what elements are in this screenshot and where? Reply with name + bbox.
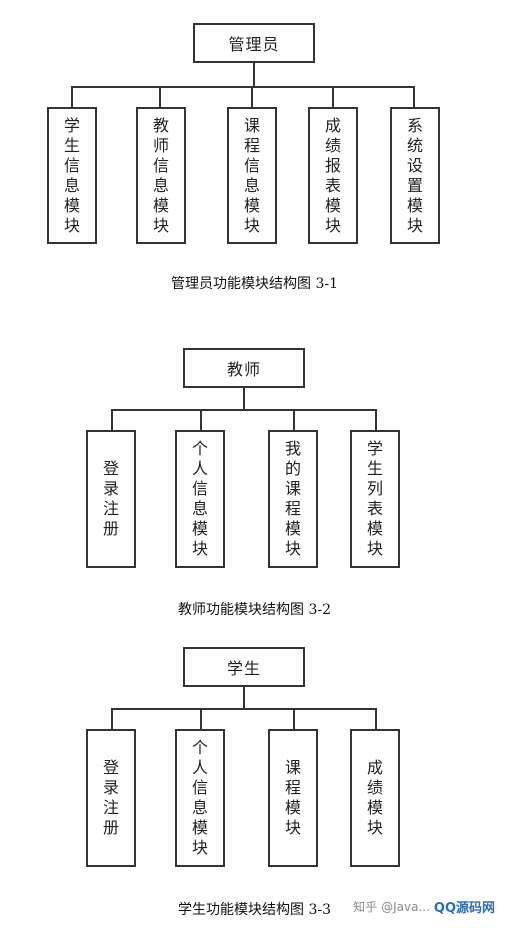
- module-label: 登录注册: [102, 459, 119, 538]
- module-label: 课程信息模块: [243, 115, 260, 235]
- module-box: 个人信息模块: [175, 430, 225, 568]
- module-label: 系统设置模块: [406, 115, 423, 235]
- module-box: 课程信息模块: [227, 107, 277, 244]
- module-label: 个人信息模块: [191, 738, 208, 857]
- module-label: 个人信息模块: [191, 439, 208, 558]
- module-box: 教师信息模块: [136, 107, 186, 244]
- connector: [111, 708, 377, 710]
- connector: [111, 409, 113, 431]
- connector: [332, 86, 334, 108]
- root-label: 学生: [226, 659, 261, 678]
- module-box: 登录注册: [86, 729, 136, 867]
- connector: [413, 86, 415, 108]
- connector: [375, 708, 377, 730]
- connector: [71, 86, 415, 88]
- diagram-caption: 教师功能模块结构图 3-2: [178, 602, 331, 618]
- connector: [251, 86, 253, 108]
- connector: [111, 409, 377, 411]
- root-node-teacher: 教师: [183, 348, 305, 388]
- connector: [243, 687, 245, 709]
- module-box: 个人信息模块: [175, 729, 225, 867]
- connector: [293, 708, 295, 730]
- diagram-caption: 学生功能模块结构图 3-3: [178, 902, 331, 918]
- module-box: 我的课程模块: [268, 430, 318, 568]
- root-label: 教师: [226, 360, 261, 379]
- connector: [71, 86, 73, 108]
- diagram-caption: 管理员功能模块结构图 3-1: [171, 276, 338, 292]
- module-label: 成绩模块: [366, 758, 383, 837]
- watermark-prefix: 知乎: [353, 900, 378, 914]
- connector: [200, 708, 202, 730]
- root-node-admin: 管理员: [193, 23, 315, 63]
- watermark: 知乎 @Java... QQ源码网: [353, 897, 495, 917]
- module-label: 学生信息模块: [63, 115, 80, 235]
- module-label: 教师信息模块: [152, 115, 169, 235]
- module-box: 成绩报表模块: [308, 107, 358, 244]
- module-label: 登录注册: [102, 758, 119, 837]
- module-label: 课程模块: [284, 758, 301, 837]
- connector: [159, 86, 161, 108]
- connector: [200, 409, 202, 431]
- watermark-handle: @Java...: [381, 899, 430, 914]
- module-box: 成绩模块: [350, 729, 400, 867]
- connector: [375, 409, 377, 431]
- watermark-logo: QQ源码网: [433, 901, 495, 916]
- module-box: 学生列表模块: [350, 430, 400, 568]
- root-label: 管理员: [228, 35, 280, 54]
- module-label: 学生列表模块: [366, 439, 383, 558]
- module-label: 我的课程模块: [284, 439, 301, 558]
- connector: [253, 63, 255, 87]
- module-box: 登录注册: [86, 430, 136, 568]
- module-label: 成绩报表模块: [324, 115, 341, 235]
- module-box: 系统设置模块: [390, 107, 440, 244]
- module-box: 学生信息模块: [47, 107, 97, 244]
- connector: [111, 708, 113, 730]
- root-node-student: 学生: [183, 647, 305, 687]
- connector: [243, 388, 245, 410]
- connector: [293, 409, 295, 431]
- module-box: 课程模块: [268, 729, 318, 867]
